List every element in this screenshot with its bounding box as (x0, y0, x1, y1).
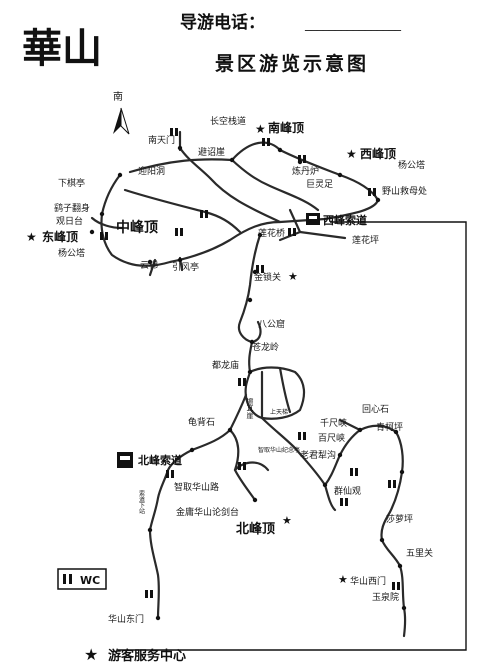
wc-icon (256, 265, 264, 273)
place-yinfeng: 引风亭 (172, 261, 199, 273)
place-xifeng: 西峰顶 (360, 146, 396, 161)
place-changkong: 长空栈道 (210, 115, 246, 127)
place-dongfeng: 东峰顶 (42, 229, 78, 244)
place-suodao-xiazhan: 索道下站 (138, 489, 145, 515)
wc-icon (170, 128, 178, 136)
wc-icon (368, 188, 376, 196)
place-canglong: 苍龙岭 (252, 341, 279, 353)
wc-markers (100, 128, 400, 598)
place-qunxian: 群仙观 (334, 485, 361, 497)
place-lianhuaqiao: 莲花桥 (258, 227, 285, 239)
legend-wc: WC (57, 568, 107, 590)
wc-icon (298, 155, 306, 163)
wc-icon (350, 468, 358, 476)
place-wuliguan: 五里关 (406, 547, 433, 559)
wc-icon (388, 480, 396, 488)
place-dongmen: 华山东门 (108, 613, 144, 625)
guide-phone-blank: ________________ (304, 17, 402, 31)
place-qingkeping: 青柯坪 (376, 421, 403, 433)
wc-icon (340, 498, 348, 506)
place-nanfeng: 南峰顶 (268, 120, 304, 135)
place-bayuan: 八公窟 (258, 318, 285, 330)
star-icon: ★ (282, 514, 292, 527)
place-yaozi: 鹞子翻身 (54, 202, 90, 214)
star-icon: ★ (255, 122, 266, 136)
place-jinsuoguan: 金锁关 (254, 271, 281, 283)
legend-wc-label: WC (80, 574, 100, 587)
place-julingzu: 巨灵足 (306, 179, 333, 190)
trail-network (90, 130, 407, 638)
guide-phone-label: 导游电话： (180, 12, 265, 33)
place-zhongfeng: 中峰顶 (116, 219, 158, 236)
map-header: 華山 导游电话： ________________ 景区游览示意图 (22, 12, 402, 75)
service-stars: ★ ★ ★ ★ ★ ★ (26, 122, 357, 586)
place-guibeishi: 龟背石 (188, 416, 215, 428)
place-cazhe: 擦耳崖 (246, 397, 254, 420)
wc-icon (100, 232, 108, 240)
place-xiaqiting: 下棋亭 (58, 177, 85, 189)
wc-icon (288, 228, 296, 236)
place-laojun: 老君犁沟 (300, 449, 336, 461)
place-zhiqu-huashan: 智取华山纪念亭 (258, 446, 300, 454)
ropeway-line (118, 221, 467, 651)
star-icon: ★ (26, 230, 37, 244)
legend-service: ★ 游客服务中心 (84, 645, 186, 664)
beifeng-ropeway-icon (117, 452, 133, 468)
xifeng-ropeway-icon (306, 213, 320, 225)
place-yuquan: 玉泉院 (372, 591, 399, 603)
star-icon: ★ (346, 147, 357, 161)
place-jinyong: 金庸华山论剑台 (176, 506, 239, 518)
legend-service-label: 游客服务中心 (108, 648, 186, 664)
compass-arrow-outline-icon (120, 107, 130, 135)
place-ximen: 华山西门 (350, 575, 386, 587)
place-dulongmiao: 都龙庙 (212, 359, 239, 371)
place-labels: 长空栈道 南天门 南峰顶 避诏崖 西峰顶 杨公塔 炼丹炉 巨灵足 野山救母处 迎… (42, 115, 433, 625)
compass-label: 南 (113, 90, 123, 103)
place-baichi: 百尺峡 (318, 432, 345, 444)
wc-icon (262, 138, 270, 146)
wc-icon (145, 590, 153, 598)
place-beifeng-ropeway: 北峰索道 (138, 453, 182, 467)
place-huixin: 回心石 (362, 404, 389, 415)
place-yanggong-e: 杨公塔 (58, 247, 85, 259)
star-icon: ★ (288, 270, 298, 283)
place-xifeng-ropeway: 西峰索道 (323, 213, 367, 227)
wc-icon (238, 462, 246, 470)
place-bilu: 避诏崖 (198, 146, 225, 158)
place-yunti: 云梯 (140, 259, 158, 271)
place-lianhuaping: 莲花坪 (352, 234, 379, 246)
wc-icon (298, 432, 306, 440)
wc-icon (200, 210, 208, 218)
toilet-icon (63, 574, 66, 584)
place-yingyang: 迎阳洞 (138, 165, 165, 177)
wc-icon (166, 470, 174, 478)
huashan-logo: 華山 (22, 25, 102, 72)
place-shaluo: 莎萝坪 (386, 513, 413, 525)
wc-icon (392, 582, 400, 590)
map-subtitle: 景区游览示意图 (215, 52, 369, 75)
compass: 南 (113, 90, 130, 135)
toilet-icon (69, 574, 72, 584)
wc-icon (238, 378, 246, 386)
place-yanggong-w: 杨公塔 (398, 159, 425, 171)
place-qianchi: 千尺峡 (320, 417, 347, 429)
place-shangtianti: 上天梯 (270, 408, 288, 416)
star-icon: ★ (338, 573, 348, 586)
place-beifeng: 北峰顶 (236, 521, 275, 537)
place-yaduoshi: 野山救母处 (382, 185, 427, 197)
place-nantianmen: 南天门 (148, 134, 175, 146)
compass-arrow-icon (113, 108, 121, 134)
place-guanritai: 观日台 (56, 215, 83, 227)
star-icon: ★ (84, 645, 98, 664)
place-zhiqu-road: 智取华山路 (174, 481, 219, 493)
place-liandanlu: 炼丹炉 (292, 165, 319, 177)
wc-icon (175, 228, 183, 236)
legend: WC ★ 游客服务中心 (57, 568, 186, 664)
